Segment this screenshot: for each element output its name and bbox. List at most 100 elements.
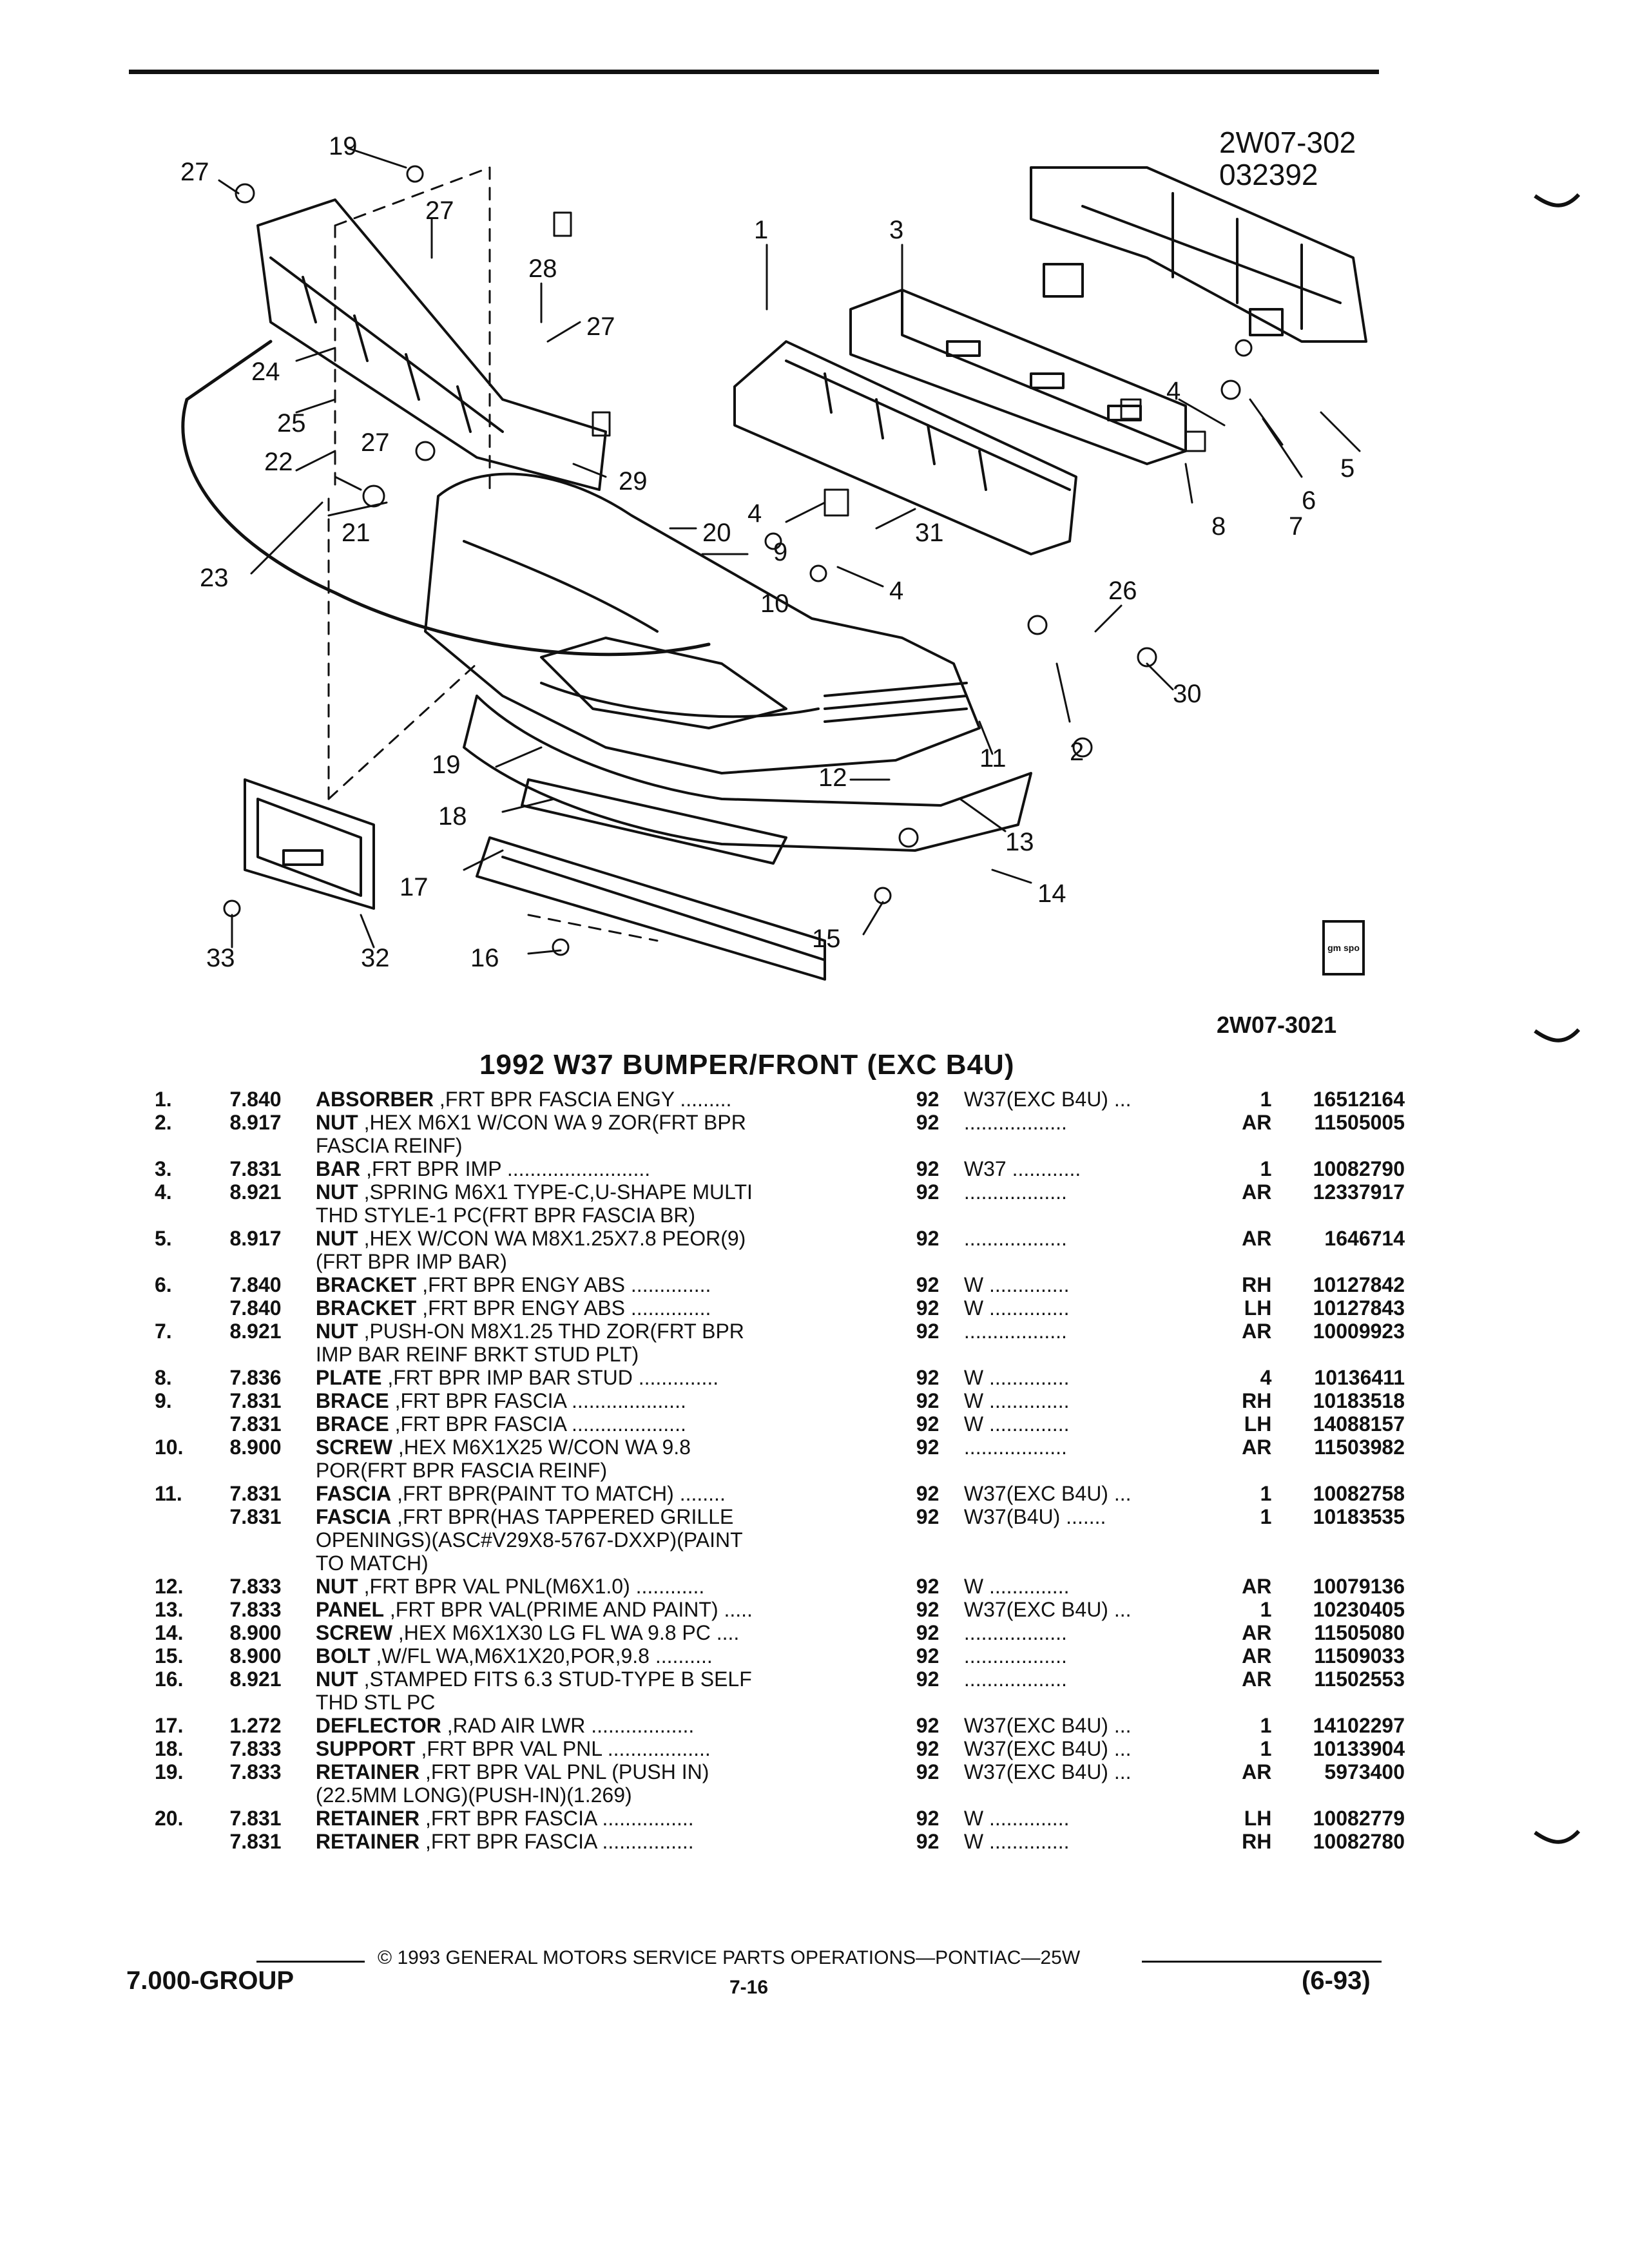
part-item-number	[155, 1250, 229, 1273]
fastener-shapes	[223, 165, 1253, 956]
part-detail: THD STYLE-1 PC(FRT BPR FASCIA BR)	[315, 1204, 696, 1227]
part-model-year: 92	[916, 1575, 940, 1598]
callout-label: 27	[425, 197, 454, 225]
valance-panel-shape	[463, 695, 1032, 852]
part-number: 10009923	[1313, 1320, 1405, 1343]
part-detail: ,FRT BPR IMP .........................	[366, 1157, 651, 1180]
part-group-code	[229, 1343, 315, 1366]
front-fascia-shape	[424, 472, 981, 774]
part-description: RETAINER ,FRT BPR FASCIA ...............…	[316, 1807, 916, 1830]
part-group-code: 7.831	[229, 1157, 282, 1180]
part-detail: THD STL PC	[315, 1691, 436, 1714]
part-description: SCREW ,HEX M6X1X25 W/CON WA 9.8	[316, 1436, 916, 1459]
part-item-number: 9.	[155, 1389, 172, 1412]
part-number: 10127843	[1313, 1296, 1405, 1320]
part-number: 10230405	[1313, 1598, 1405, 1621]
callout-label: 25	[277, 409, 306, 437]
part-number: 11502553	[1314, 1667, 1405, 1691]
section-title: 1992 W37 BUMPER/FRONT (EXC B4U)	[479, 1049, 1015, 1081]
part-quantity	[1210, 1250, 1282, 1273]
part-series: W ..............	[963, 1389, 1070, 1412]
part-number: 14088157	[1313, 1412, 1405, 1436]
part-detail: ,FRT BPR(HAS TAPPERED GRILLE	[397, 1505, 734, 1528]
part-series	[964, 1783, 1210, 1807]
part-description: RETAINER ,FRT BPR VAL PNL (PUSH IN)	[316, 1760, 916, 1783]
part-detail: ,PUSH-ON M8X1.25 THD ZOR(FRT BPR	[363, 1320, 744, 1343]
part-model-year: 92	[916, 1180, 940, 1204]
part-series: W37(EXC B4U) ...	[963, 1760, 1132, 1783]
callout-label: 16	[470, 944, 499, 972]
assembly-dashes	[327, 166, 659, 942]
part-quantity: AR	[1242, 1644, 1272, 1667]
footer-page-number: 7-16	[729, 1977, 769, 1998]
callout-label: 2	[1070, 738, 1084, 766]
part-description: TO MATCH)	[316, 1552, 916, 1575]
part-name: BRACKET	[315, 1296, 417, 1320]
part-name: PLATE	[315, 1366, 382, 1389]
part-detail: ,HEX M6X1X30 LG FL WA 9.8 PC ....	[398, 1621, 740, 1644]
part-model-year: 92	[916, 1436, 940, 1459]
seal-strip-end	[185, 340, 273, 401]
part-quantity: AR	[1242, 1575, 1272, 1598]
part-quantity: AR	[1242, 1227, 1272, 1250]
callout-label: 31	[915, 519, 944, 547]
part-series: W37 ............	[963, 1157, 1081, 1180]
part-item-number	[155, 1296, 229, 1320]
part-number: 1646714	[1324, 1227, 1405, 1250]
part-group-code: 7.833	[229, 1760, 282, 1783]
part-model-year	[916, 1134, 964, 1157]
part-model-year: 92	[916, 1273, 940, 1296]
callout-label: 32	[361, 944, 390, 972]
part-description: BRACE ,FRT BPR FASCIA ..................…	[316, 1389, 916, 1412]
part-number: 10079136	[1313, 1575, 1405, 1598]
part-description: FASCIA REINF)	[316, 1134, 916, 1157]
part-description: SUPPORT ,FRT BPR VAL PNL ...............…	[316, 1737, 916, 1760]
part-model-year: 92	[916, 1320, 940, 1343]
part-item-number: 3.	[155, 1157, 172, 1180]
part-quantity: AR	[1242, 1621, 1272, 1644]
part-item-number	[155, 1204, 229, 1227]
part-detail: OPENINGS)(ASC#V29X8-5767-DXXP)(PAINT	[315, 1528, 743, 1552]
part-group-code: 8.900	[229, 1644, 282, 1667]
part-group-code: 8.917	[229, 1227, 282, 1250]
part-description: BRACKET ,FRT BPR ENGY ABS ..............	[316, 1273, 916, 1296]
part-group-code: 7.833	[229, 1737, 282, 1760]
part-group-code: 7.840	[229, 1273, 282, 1296]
part-description: RETAINER ,FRT BPR FASCIA ...............…	[316, 1830, 916, 1853]
part-number	[1282, 1459, 1405, 1482]
part-detail: ,FRT BPR VAL PNL (PUSH IN)	[425, 1760, 709, 1783]
callout-label: 28	[528, 255, 557, 283]
part-detail: ,FRT BPR ENGY ABS ..............	[422, 1296, 711, 1320]
callout-label: 9	[773, 538, 787, 566]
part-number	[1282, 1528, 1405, 1552]
part-model-year: 92	[916, 1366, 940, 1389]
part-series: W37(EXC B4U) ...	[963, 1598, 1132, 1621]
part-item-number	[155, 1459, 229, 1482]
part-number: 14102297	[1313, 1714, 1405, 1737]
callout-label: 11	[979, 744, 1007, 773]
part-item-number: 19.	[155, 1760, 184, 1783]
part-quantity	[1210, 1691, 1282, 1714]
gm-spo-logo-text: gm spo	[1327, 943, 1360, 953]
exploded-parts-diagram: 27 19 27 28 27 24 25 27 29 22 21 23 20 1…	[180, 132, 1367, 981]
callout-label: 22	[264, 448, 293, 476]
callout-label: 18	[438, 802, 467, 831]
part-name: BRACE	[315, 1412, 389, 1436]
part-model-year	[916, 1459, 964, 1482]
part-group-code: 8.921	[229, 1667, 282, 1691]
part-model-year	[916, 1783, 964, 1807]
part-number: 5973400	[1324, 1760, 1405, 1783]
part-series: ..................	[963, 1227, 1067, 1250]
part-name: NUT	[315, 1111, 358, 1134]
part-description: BOLT ,W/FL WA,M6X1X20,POR,9.8 ..........	[316, 1644, 916, 1667]
part-series	[964, 1459, 1210, 1482]
leader-lines	[218, 147, 1361, 955]
footer-revision-date: (6-93)	[1302, 1966, 1371, 1995]
